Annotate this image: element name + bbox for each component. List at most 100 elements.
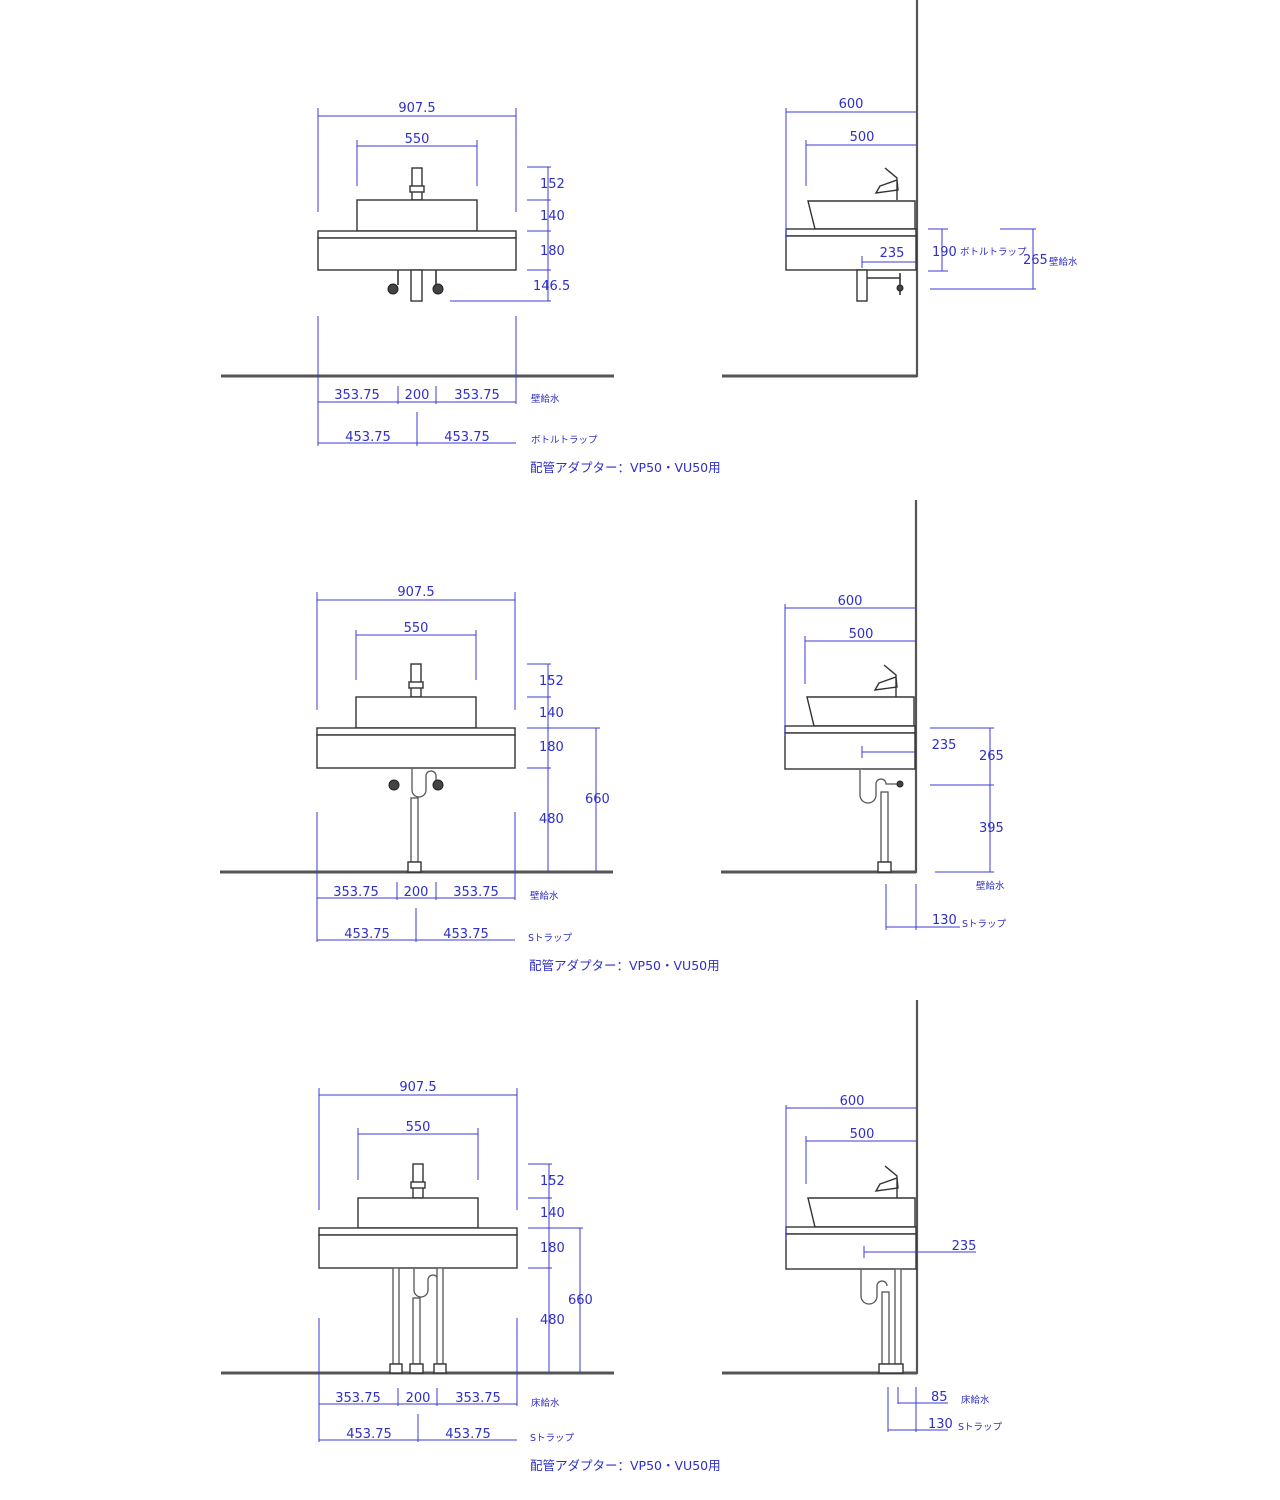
drain-base xyxy=(878,1363,904,1374)
faucet-lever xyxy=(408,681,424,689)
label-supply: 壁給水 xyxy=(976,880,1005,892)
counter-top xyxy=(785,228,917,237)
dim-depth-total: 600 xyxy=(840,1094,865,1109)
dim-drain-left: 453.75 xyxy=(344,927,390,942)
dim-supply-height: 265 xyxy=(1023,253,1048,268)
stop-valve-right xyxy=(432,779,444,791)
label-floor-supply: 床給水 xyxy=(961,1394,990,1406)
dim-height-below: 480 xyxy=(539,812,564,827)
label-supply: 壁給水 xyxy=(531,393,560,405)
dim-height-faucet: 152 xyxy=(540,177,565,192)
panel-3: 907.5 550 152 140 180 480 660 353.75 200… xyxy=(221,1000,1003,1473)
panel-2: 907.5 550 152 140 180 480 660 353.75 200… xyxy=(220,500,1007,973)
dim-supply-left: 353.75 xyxy=(334,388,380,403)
stop-valve-left xyxy=(388,779,400,791)
counter-top xyxy=(785,1226,917,1235)
dim-bowl-width: 550 xyxy=(406,1120,431,1135)
dim-height-counter: 180 xyxy=(539,740,564,755)
drain-base xyxy=(409,1363,424,1374)
dim-trap-height: 190 xyxy=(932,245,957,260)
supply-pipe-right xyxy=(436,1267,444,1365)
dim-width-total: 907.5 xyxy=(398,101,435,116)
note-adapter: 配管アダプター：VP50・VU50用 xyxy=(530,460,721,475)
stop-valve-right xyxy=(432,283,444,295)
s-trap xyxy=(411,768,437,798)
dim-height-bowl: 140 xyxy=(540,209,565,224)
faucet-icon xyxy=(874,1165,899,1198)
counter-top xyxy=(318,1227,518,1236)
s-trap xyxy=(859,769,900,804)
dim-trap-offset: 235 xyxy=(880,246,905,261)
dim-supply-center: 200 xyxy=(405,388,430,403)
dim-bowl-depth: 500 xyxy=(849,627,874,642)
dim-supply-right: 353.75 xyxy=(455,1391,501,1406)
faucet-icon xyxy=(873,664,898,697)
dim-supply-right: 353.75 xyxy=(454,388,500,403)
vessel-bowl xyxy=(806,696,915,727)
vessel-bowl xyxy=(356,199,478,232)
dim-height-below: 480 xyxy=(540,1313,565,1328)
dim-height-upper: 265 xyxy=(979,749,1004,764)
vessel-bowl xyxy=(355,696,477,729)
faucet-icon xyxy=(874,167,899,200)
counter-top xyxy=(316,727,516,736)
dim-height-below: 146.5 xyxy=(533,279,570,294)
counter-body xyxy=(784,732,916,770)
dim-supply-left: 353.75 xyxy=(333,885,379,900)
panel-1: 907.5 550 152 140 180 146.5 353.75 200 3 xyxy=(221,0,1078,475)
side-view-1: 600 500 235 190 ボトルトラップ 265 壁給水 xyxy=(722,0,1078,378)
counter-body xyxy=(317,237,517,271)
dim-drain-left: 453.75 xyxy=(346,1427,392,1442)
dim-height-bowl: 140 xyxy=(539,706,564,721)
faucet-icon xyxy=(412,1163,424,1199)
dim-height-lower: 395 xyxy=(979,821,1004,836)
drain-pipe xyxy=(412,1297,421,1365)
vessel-bowl xyxy=(807,1197,916,1228)
dim-width-total: 907.5 xyxy=(399,1080,436,1095)
dim-drain-left: 453.75 xyxy=(345,430,391,445)
dim-supply-center: 200 xyxy=(404,885,429,900)
bottle-trap xyxy=(856,269,868,302)
dim-floor-trap-offset: 130 xyxy=(928,1417,953,1432)
front-view-1: 907.5 550 152 140 180 146.5 353.75 200 3 xyxy=(221,101,721,475)
counter-body xyxy=(785,1233,917,1270)
dim-height-counter: 180 xyxy=(540,244,565,259)
dim-trap-offset: 235 xyxy=(952,1239,977,1254)
faucet-lever xyxy=(409,185,425,193)
supply-base-left xyxy=(389,1363,403,1374)
dim-drain-right: 453.75 xyxy=(443,927,489,942)
dim-width-total: 907.5 xyxy=(397,585,434,600)
dim-height-faucet: 152 xyxy=(540,1174,565,1189)
dim-height-faucet: 152 xyxy=(539,674,564,689)
dim-height-bowl: 140 xyxy=(540,1206,565,1221)
counter-top xyxy=(784,725,916,734)
trap-pipe xyxy=(867,273,901,295)
dim-trap-offset: 235 xyxy=(932,738,957,753)
side-view-3: 600 500 235 85 床給水 130 Sトラップ xyxy=(722,1000,1003,1433)
dim-supply-center: 200 xyxy=(406,1391,431,1406)
note-adapter: 配管アダプター：VP50・VU50用 xyxy=(530,1458,721,1473)
label-supply: 床給水 xyxy=(531,1397,560,1409)
label-trap: ボトルトラップ xyxy=(960,247,1027,258)
label-floor-trap: Sトラップ xyxy=(958,1422,1003,1433)
drain-pipe xyxy=(880,791,889,863)
faucet-icon xyxy=(411,167,423,201)
label-supply: 壁給水 xyxy=(1049,256,1078,268)
dim-depth-total: 600 xyxy=(839,97,864,112)
dim-floor-offset: 130 xyxy=(932,913,957,928)
label-drain: Sトラップ xyxy=(530,1433,575,1444)
drain-pipe xyxy=(410,797,419,863)
dim-drain-right: 453.75 xyxy=(444,430,490,445)
dim-floor-supply-offset: 85 xyxy=(931,1390,948,1405)
dim-height-total: 660 xyxy=(585,792,610,807)
supply-valve xyxy=(896,284,904,292)
drain-pipe xyxy=(881,1291,890,1365)
supply-pipe-left xyxy=(392,1267,400,1365)
label-supply: 壁給水 xyxy=(530,890,559,902)
stop-valve-left xyxy=(387,283,399,295)
dim-supply-right: 353.75 xyxy=(453,885,499,900)
label-drain: ボトルトラップ xyxy=(531,435,598,446)
front-view-3: 907.5 550 152 140 180 480 660 353.75 200… xyxy=(221,1080,721,1473)
front-view-2: 907.5 550 152 140 180 480 660 353.75 200… xyxy=(220,585,720,973)
